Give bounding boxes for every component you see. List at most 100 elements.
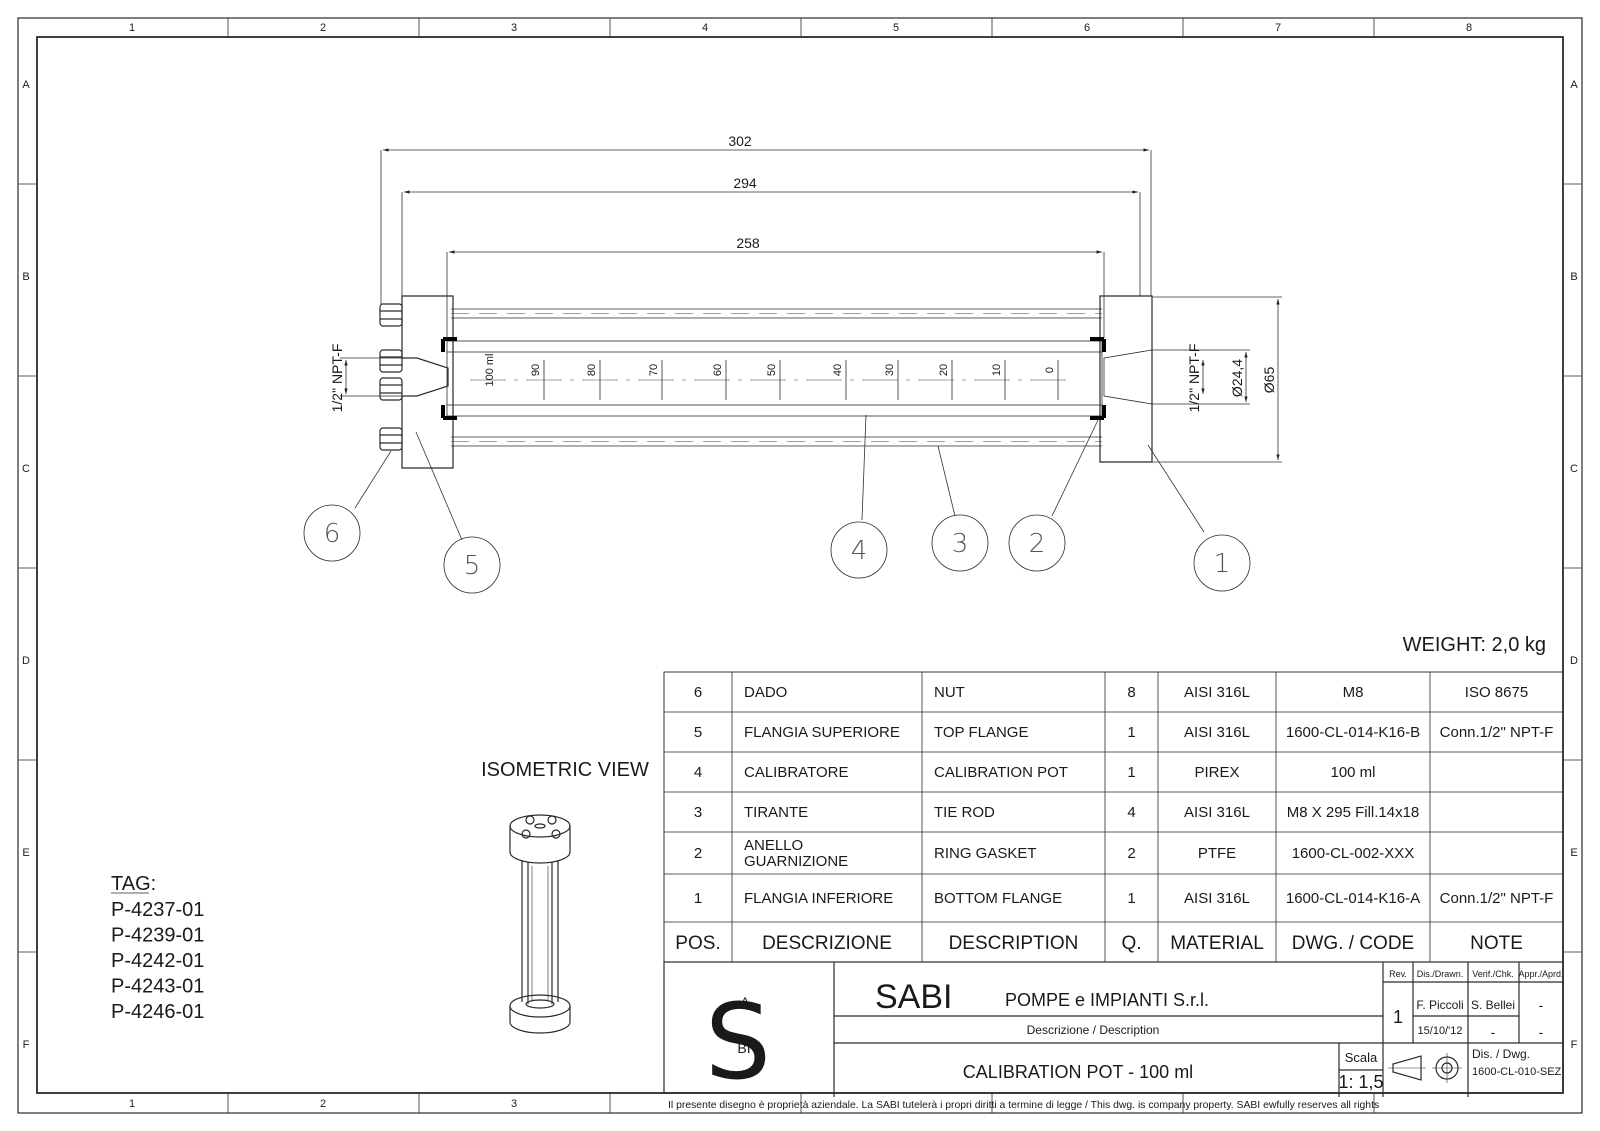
scale-mark-label: 10	[991, 364, 1003, 376]
bom-cell: 1	[1127, 764, 1135, 781]
bom-cell: M8 X 295 Fill.14x18	[1287, 804, 1420, 821]
bom-cell: 1600-CL-014-K16-B	[1286, 724, 1420, 741]
bom-cell: 1	[694, 890, 702, 907]
bom-header: POS.	[675, 933, 720, 954]
bom-cell: 4	[1127, 804, 1135, 821]
drawn-label: Dis./Drawn.	[1417, 969, 1464, 979]
balloon-number: 5	[464, 551, 481, 581]
zone-row-label-right: D	[1570, 655, 1578, 667]
scale-mark-label: 20	[938, 364, 950, 376]
dim-thread-left: 1/2" NPT-F	[329, 344, 345, 413]
zone-row-label-left: C	[22, 463, 30, 475]
bom-cell: FLANGIA INFERIORE	[744, 890, 893, 907]
balloon-number: 1	[1214, 549, 1231, 579]
title-block-grid	[663, 961, 1564, 1097]
zone-col-label-bottom: 1	[129, 1098, 135, 1110]
check-date: -	[1491, 1024, 1496, 1040]
zone-column-labels: 1 2 3 4 5 6 7 8 1 2 3	[129, 18, 1472, 1113]
zone-row-label-right: F	[1571, 1039, 1578, 1051]
scale-mark-label: 90	[530, 364, 542, 376]
zone-col-label: 4	[702, 22, 708, 34]
tag-item: P-4239-01	[111, 925, 204, 947]
balloon-circle	[830, 521, 888, 579]
description-value: CALIBRATION POT - 100 ml	[963, 1062, 1193, 1082]
zone-row-label-right: A	[1570, 79, 1578, 91]
dim-294: 294	[733, 175, 757, 191]
bom-cell: AISI 316L	[1184, 890, 1250, 907]
tag-item: P-4243-01	[111, 976, 204, 998]
tag-item: P-4237-01	[111, 899, 204, 921]
bom-header: Q.	[1121, 933, 1141, 954]
bom-header: DESCRIPTION	[949, 933, 1079, 954]
zone-col-label: 1	[129, 22, 135, 34]
balloon-leaders	[354, 414, 1205, 541]
dim-diameter-bore: Ø24,4	[1229, 359, 1245, 397]
balloon-number: 3	[952, 529, 969, 559]
weight-label: WEIGHT: 2,0 kg	[1403, 634, 1546, 656]
bom-cell: ISO 8675	[1465, 684, 1528, 701]
company-subtitle: POMPE e IMPIANTI S.r.l.	[1005, 990, 1209, 1010]
zone-col-label: 6	[1084, 22, 1090, 34]
scale-mark-label: 40	[832, 364, 844, 376]
dwg-label: Dis. / Dwg.	[1472, 1047, 1530, 1061]
zone-col-label: 2	[320, 22, 326, 34]
tag-item: P-4242-01	[111, 950, 204, 972]
balloon-number: 2	[1029, 529, 1046, 559]
logo-letter-s: S	[705, 981, 771, 1103]
projection-symbol-icon	[1388, 1053, 1462, 1083]
bom-cell: TIE ROD	[934, 804, 995, 821]
check-label: Verif./Chk.	[1472, 969, 1514, 979]
bom-cell: 2	[1127, 845, 1135, 862]
isometric-title: ISOMETRIC VIEW	[481, 759, 649, 781]
bom-cell: 1600-CL-002-XXX	[1292, 845, 1415, 862]
bom-cell: PIREX	[1194, 764, 1239, 781]
zone-col-label-bottom: 2	[320, 1098, 326, 1110]
bom-cell: 5	[694, 724, 702, 741]
rev-label: Rev.	[1389, 969, 1407, 979]
bom-cell: 4	[694, 764, 702, 781]
balloon-number: 6	[324, 519, 341, 549]
logo-letter-a: A	[740, 994, 750, 1010]
zone-row-label-left: E	[22, 847, 29, 859]
bom-cell: 6	[694, 684, 702, 701]
zone-row-label-left: A	[22, 79, 30, 91]
scale-value: 1: 1,5	[1338, 1072, 1383, 1092]
tag-list: P-4237-01P-4239-01P-4242-01P-4243-01P-42…	[111, 899, 204, 1023]
scale-mark-label: 0	[1044, 367, 1056, 373]
dim-diameter-outer: Ø65	[1261, 367, 1277, 394]
drawn-date: 15/10/'12	[1418, 1025, 1463, 1037]
description-label: Descrizione / Description	[1027, 1023, 1160, 1037]
dim-258: 258	[736, 235, 760, 251]
zone-col-label-bottom: 3	[511, 1098, 517, 1110]
bom-cell: 8	[1127, 684, 1135, 701]
bom-cell: 100 ml	[1330, 764, 1375, 781]
check-by: S. Bellei	[1471, 998, 1515, 1012]
bom-cell: PTFE	[1198, 845, 1236, 862]
bom-cell: M8	[1343, 684, 1364, 701]
scale-mark-label: 80	[586, 364, 598, 376]
bom-cell: DADO	[744, 684, 787, 701]
bom-cell: RING GASKET	[934, 845, 1037, 862]
zone-col-label: 7	[1275, 22, 1281, 34]
rev-value: 1	[1393, 1007, 1403, 1027]
bom-cell: TIRANTE	[744, 804, 808, 821]
bom-header: DESCRIZIONE	[762, 933, 892, 954]
bom-cell: 1	[1127, 724, 1135, 741]
bom-cell: 1600-CL-014-K16-A	[1286, 890, 1420, 907]
zone-row-label-right: C	[1570, 463, 1578, 475]
balloon-circle	[931, 514, 989, 572]
bom-header: MATERIAL	[1170, 933, 1264, 954]
zone-col-label: 5	[893, 22, 899, 34]
balloon-circle	[303, 504, 361, 562]
scale-mark-label: 30	[884, 364, 896, 376]
bom-cell: 1	[1127, 890, 1135, 907]
bom-cell: AISI 316L	[1184, 724, 1250, 741]
bom-cell: 2	[694, 845, 702, 862]
bom-header: NOTE	[1470, 933, 1523, 954]
balloon-circle	[1193, 534, 1251, 592]
tag-item: P-4246-01	[111, 1001, 204, 1023]
bom-cell: ANELLO	[744, 837, 803, 854]
